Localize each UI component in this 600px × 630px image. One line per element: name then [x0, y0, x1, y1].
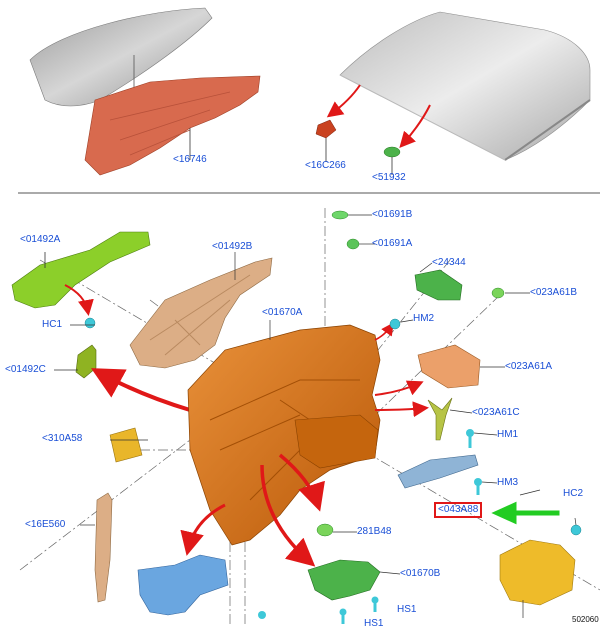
screw-HM1 — [466, 429, 474, 448]
label-043A88-highlighted: <043A88 — [434, 502, 483, 518]
hood-insulator — [84, 75, 261, 176]
bracket-blue-lower — [137, 554, 229, 616]
highlight-pointer-arrow — [491, 501, 560, 525]
bracket-01670B — [307, 559, 381, 601]
label-01691A: <01691A — [372, 238, 413, 249]
clip-HC2 — [570, 524, 582, 536]
label-01492A: <01492A — [20, 234, 61, 245]
fastener-HM2 — [389, 318, 401, 330]
label-HS1-lower: HS1 — [364, 618, 384, 629]
bracket-043A88 — [397, 454, 479, 489]
label-01670A: <01670A — [262, 307, 303, 318]
label-HS1-upper: HS1 — [397, 604, 417, 615]
label-HC1: HC1 — [42, 319, 63, 330]
bracket-01492A — [11, 231, 151, 309]
label-51932: <51932 — [372, 172, 406, 183]
clip-01691B — [331, 210, 349, 220]
label-023A61A: <023A61A — [505, 361, 552, 372]
label-16746: <16746 — [173, 154, 207, 165]
strip-16E560 — [94, 492, 113, 603]
screw-HS1-b — [339, 608, 347, 624]
clip-01691A — [346, 238, 360, 250]
part-24344 — [414, 269, 463, 301]
label-01492B: <01492B — [212, 241, 253, 252]
clip-HC1 — [84, 317, 96, 329]
screw-HM3 — [474, 478, 482, 495]
bracket-023A61A — [417, 344, 481, 389]
label-HM2: HM2 — [413, 313, 435, 324]
screw-HS1-a — [371, 596, 379, 612]
pad-310A58 — [109, 427, 143, 463]
figure-reference-number: 502060 — [572, 615, 599, 624]
grommet-51932 — [383, 146, 401, 158]
hood-panel — [29, 7, 213, 107]
label-023A61B: <023A61B — [530, 287, 577, 298]
part-yellow-box — [499, 539, 576, 606]
label-310A58: <310A58 — [42, 433, 83, 444]
label-01492C: <01492C — [5, 364, 46, 375]
bracket-01492C — [75, 344, 97, 379]
roof-panel — [339, 11, 591, 161]
label-16E560: <16E560 — [25, 519, 66, 530]
label-16C266: <16C266 — [305, 160, 346, 171]
label-023A61C: <023A61C — [472, 407, 520, 418]
label-HC2: HC2 — [563, 488, 584, 499]
clip-023A61B — [491, 287, 505, 299]
label-24344: <24344 — [432, 257, 466, 268]
bracket-01492B — [129, 257, 273, 369]
bracket-023A61C — [427, 397, 453, 441]
label-HM3: HM3 — [497, 477, 519, 488]
clip-16C266 — [315, 119, 337, 139]
label-01670B: <01670B — [400, 568, 441, 579]
label-HM1: HM1 — [497, 429, 519, 440]
label-281B48: 281B48 — [357, 526, 392, 537]
console-box — [294, 414, 379, 469]
clip-281B48 — [316, 523, 334, 537]
label-01691B: <01691B — [372, 209, 413, 220]
